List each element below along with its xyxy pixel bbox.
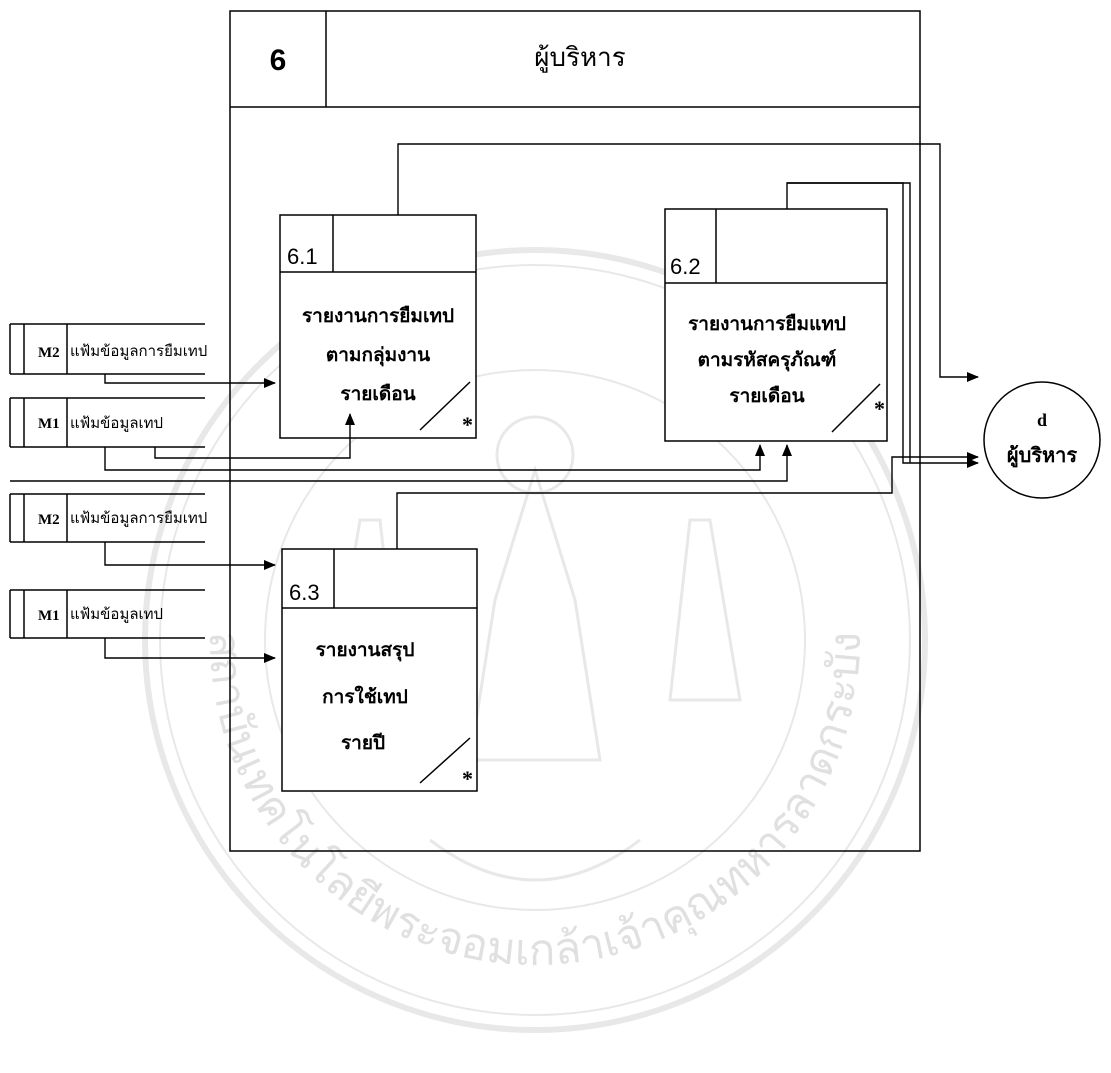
process-6-2[interactable]: 6.2 รายงานการยืมแทป ตามรหัสครุภัณฑ์ รายเ… bbox=[664, 208, 888, 442]
flow-m2-to-6-1 bbox=[104, 374, 276, 388]
data-store[interactable]: M2 แฟ้มข้อมูลการยืมเทป bbox=[9, 493, 207, 543]
data-store[interactable]: M1 แฟ้มข้อมูลเทป bbox=[9, 397, 205, 448]
data-store-code: M1 bbox=[38, 608, 60, 624]
data-store-name: แฟ้มข้อมูลการยืมเทป bbox=[70, 510, 207, 527]
external-entity-code: d bbox=[1037, 410, 1047, 430]
data-store[interactable]: M2 แฟ้มข้อมูลการยืมเทป bbox=[9, 323, 207, 375]
process-id: 6.3 bbox=[289, 580, 320, 605]
process-label-line: รายปี bbox=[341, 732, 385, 754]
flow-6-3-to-entity bbox=[396, 452, 979, 549]
outer-process-title: ผู้บริหาร bbox=[534, 42, 625, 73]
process-label-line: ตามรหัสครุภัณฑ์ bbox=[698, 349, 837, 372]
process-label-line: รายเดือน bbox=[340, 383, 415, 405]
process-label-line: รายงานสรุป bbox=[316, 640, 415, 662]
flow-6-1-to-entity bbox=[397, 143, 979, 382]
data-store[interactable]: M1 แฟ้มข้อมูลเทป bbox=[9, 589, 205, 639]
process-label-line: รายเดือน bbox=[729, 385, 804, 407]
outer-process: 6 ผู้บริหาร bbox=[229, 10, 921, 852]
process-marker: * bbox=[874, 396, 885, 421]
data-store-name: แฟ้มข้อมูลเทป bbox=[70, 606, 163, 623]
process-id: 6.1 bbox=[287, 244, 318, 269]
flow-m1-to-6-2 bbox=[104, 444, 765, 471]
flow-6-2-to-entity-lower bbox=[787, 182, 911, 463]
outer-process-number: 6 bbox=[270, 44, 287, 77]
data-store-code: M1 bbox=[38, 416, 60, 432]
flow-m1-to-6-3 bbox=[104, 638, 276, 663]
process-6-3[interactable]: 6.3 รายงานสรุป การใช้เทป รายปี * bbox=[281, 548, 478, 792]
flow-m2-to-6-3 bbox=[104, 542, 276, 570]
process-marker: * bbox=[462, 766, 473, 791]
data-store-code: M2 bbox=[38, 512, 60, 528]
data-store-name: แฟ้มข้อมูลเทป bbox=[70, 415, 163, 432]
data-flows bbox=[10, 143, 979, 663]
external-entity-name: ผู้บริหาร bbox=[1007, 444, 1078, 469]
process-label-line: การใช้เทป bbox=[322, 685, 408, 708]
process-id: 6.2 bbox=[670, 254, 701, 279]
process-marker: * bbox=[462, 412, 473, 437]
flow-m2-to-6-2 bbox=[10, 444, 792, 482]
data-store-code: M2 bbox=[38, 345, 60, 361]
process-6-1[interactable]: 6.1 รายงานการยืมเทป ตามกลุ่มงาน รายเดือน… bbox=[279, 214, 477, 439]
process-label-line: รายงานการยืมเทป bbox=[302, 305, 454, 327]
flow-m1-to-6-1 bbox=[154, 413, 355, 459]
process-label-line: รายงานการยืมแทป bbox=[688, 313, 846, 335]
data-store-name: แฟ้มข้อมูลการยืมเทป bbox=[70, 343, 207, 360]
process-label-line: ตามกลุ่มงาน bbox=[326, 345, 430, 367]
external-entity[interactable]: d ผู้บริหาร bbox=[983, 381, 1101, 499]
